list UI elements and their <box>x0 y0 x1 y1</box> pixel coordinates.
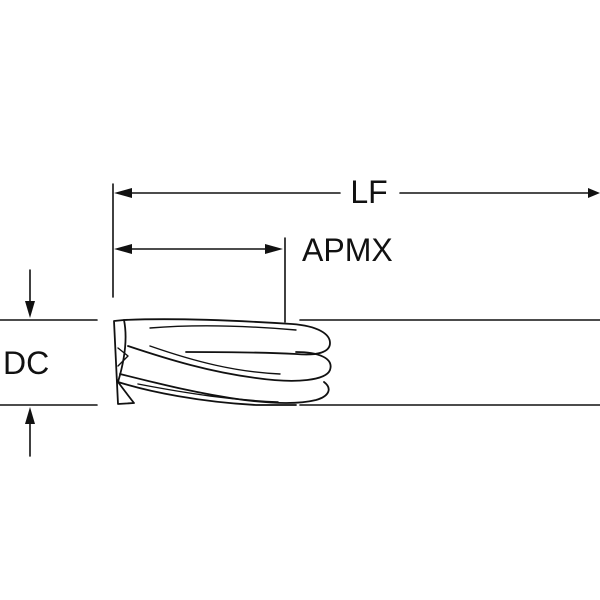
lf-dimension: LF <box>112 174 600 298</box>
tool-tip-face <box>113 319 135 405</box>
lf-left-arrowhead <box>114 188 132 198</box>
dc-label: DC <box>3 345 49 381</box>
flute-3-edge <box>137 383 279 403</box>
cutting-flutes <box>113 318 332 406</box>
end-mill-body <box>113 318 600 406</box>
dc-dimension: DC <box>0 269 98 457</box>
lf-right-arrowhead <box>588 188 600 198</box>
dc-bottom-arrowhead <box>25 407 35 424</box>
flute-2-outline <box>127 345 332 382</box>
apmx-left-arrowhead <box>114 244 132 254</box>
apmx-dimension: APMX <box>114 232 393 323</box>
dc-top-arrowhead <box>25 301 35 318</box>
flute-4-outline <box>117 381 297 406</box>
flute-1-edge <box>149 325 297 331</box>
flute-1-outline <box>123 318 331 356</box>
apmx-label: APMX <box>302 232 393 268</box>
flute-2-edge <box>149 345 281 375</box>
flute-3-outline <box>119 373 330 404</box>
lf-label: LF <box>350 174 387 210</box>
apmx-right-arrowhead <box>265 244 283 254</box>
tip-center-notch <box>117 347 129 367</box>
